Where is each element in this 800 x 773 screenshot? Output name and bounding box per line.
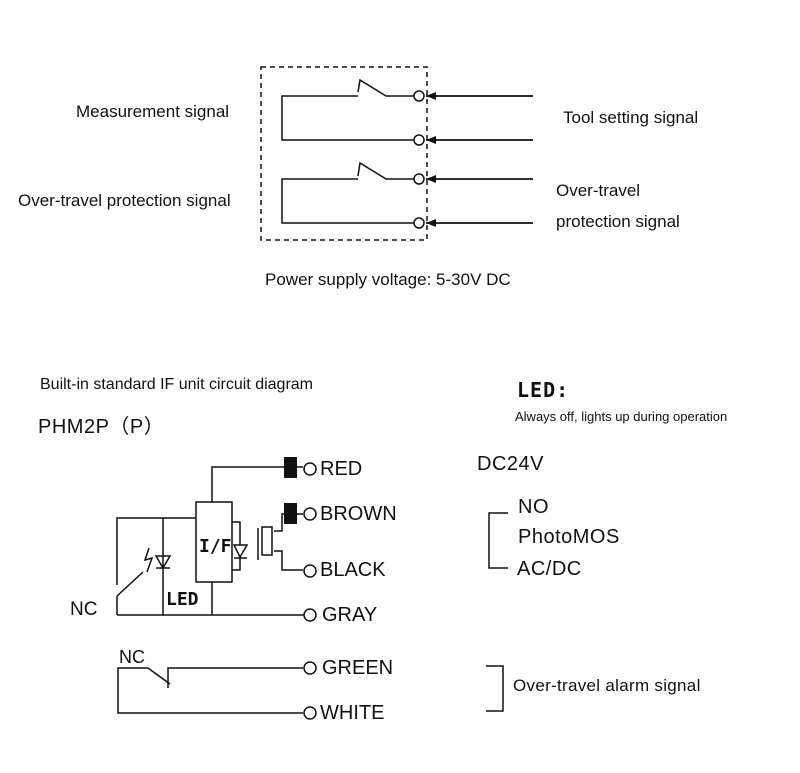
led-note: Always off, lights up during operation (515, 409, 728, 424)
wire-terminals (303, 462, 317, 720)
nc-label-left: NC (70, 599, 98, 620)
tool-setting-signal-label: Tool setting signal (563, 108, 699, 127)
spec-photomos: PhotoMOS (518, 526, 620, 548)
wire-label-white: WHITE (320, 702, 385, 724)
measurement-switch (281, 78, 414, 141)
over-travel-protection-signal-label: Over-travel protection signal (18, 191, 231, 210)
connector-blocks (284, 457, 297, 524)
power-supply-voltage: Power supply voltage: 5-30V DC (265, 270, 511, 289)
wire-label-brown: BROWN (320, 503, 397, 525)
spec-no: NO (518, 496, 549, 518)
photocoupler-diode-icon (232, 544, 249, 559)
led-label: LED (166, 589, 199, 610)
nc-label-lower: NC (119, 647, 145, 667)
probe-terminals (413, 90, 425, 229)
model-label: PHM2P（P） (38, 416, 165, 438)
overtravel-switch (281, 161, 414, 224)
led-diode-icon (143, 547, 172, 573)
probe-dashed-box (260, 66, 428, 241)
if-unit-label: I/F (199, 536, 232, 557)
over-travel-label-line1: Over-travel (556, 181, 641, 200)
if-box (195, 501, 233, 583)
over-travel-label-line2: protection signal (556, 212, 680, 231)
measurement-signal-label: Measurement signal (76, 102, 230, 121)
spec-acdc: AC/DC (517, 558, 582, 580)
wire-label-green: GREEN (322, 657, 394, 679)
wire-label-gray: GRAY (322, 604, 378, 626)
signal-arrows (426, 92, 533, 227)
over-travel-alarm-label: Over-travel alarm signal (513, 676, 701, 695)
wire-label-red: RED (320, 458, 363, 480)
led-heading: LED: (517, 378, 570, 402)
if-unit-wiring (116, 466, 508, 714)
photomos-switch (261, 526, 273, 556)
wire-label-black: BLACK (320, 559, 386, 581)
voltage-label: DC24V (477, 453, 544, 475)
circuit-diagram-title: Built-in standard IF unit circuit diagra… (40, 376, 313, 393)
